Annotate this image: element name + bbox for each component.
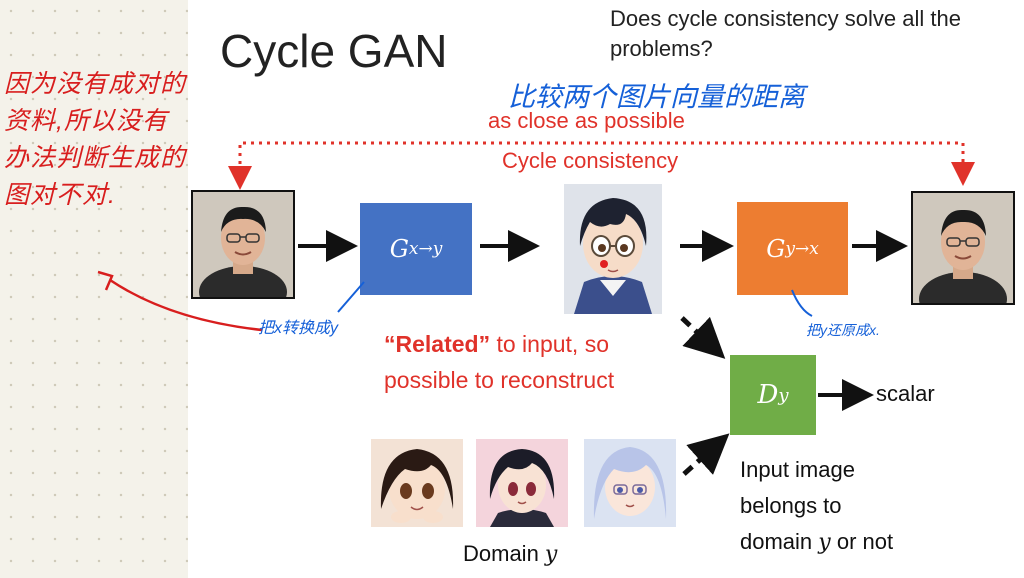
- slide-title: Cycle GAN: [220, 25, 448, 77]
- handwritten-blue-note-generator: 把x转换成y: [258, 320, 339, 337]
- cycle-consistency-connector: [238, 141, 975, 186]
- description-domain-word: domain: [740, 529, 819, 554]
- related-line-2: possible to reconstruct: [384, 367, 615, 393]
- scalar-output-label: scalar: [876, 381, 935, 406]
- description-line-2: belongs to: [740, 493, 842, 518]
- related-note: “Related” to input, so possible to recon…: [384, 326, 704, 398]
- domain-word: Domain: [463, 541, 545, 566]
- generator-x-to-y-subscript: x→y: [408, 239, 443, 259]
- domain-y-sample-1: [371, 439, 463, 527]
- generated-anime-image: [564, 184, 662, 314]
- handwritten-blue-pointer-right: [791, 289, 813, 317]
- handwritten-red-arrowhead: [97, 270, 114, 291]
- discriminator-symbol: D: [757, 380, 779, 410]
- handwritten-blue-pointer-left: [337, 281, 365, 313]
- anime-character-icon: [476, 439, 568, 527]
- reconstructed-photo: [911, 191, 1015, 305]
- description-line-1: Input image: [740, 457, 855, 482]
- related-bold: “Related”: [384, 331, 491, 357]
- discriminator-subscript: y: [778, 384, 789, 406]
- person-portrait-icon: [193, 192, 293, 297]
- slide-question: Does cycle consistency solve all the pro…: [610, 6, 961, 61]
- arrow-output-to-discriminator: [680, 316, 726, 359]
- person-portrait-icon: [913, 193, 1013, 303]
- domain-y-sample-3: [584, 439, 676, 527]
- generator-x-to-y-symbol: G: [389, 235, 409, 263]
- domain-symbol: y: [544, 542, 558, 567]
- description-domain-symbol: y: [818, 530, 831, 555]
- input-photo: [191, 190, 295, 299]
- anime-character-icon: [584, 439, 676, 527]
- anime-character-icon: [564, 184, 662, 314]
- discriminator-description: Input image belongs to domain y or not: [740, 452, 970, 561]
- generator-y-to-x-subscript: y→x: [785, 238, 819, 259]
- generator-y-to-x-symbol: G: [766, 234, 786, 263]
- domain-y-label: Domain y: [463, 541, 557, 567]
- cycle-consistency-label: Cycle consistency: [502, 148, 679, 173]
- handwritten-red-note: 因为没有成对的资料,所以没有办法判断生成的图对不对.: [4, 70, 187, 209]
- handwritten-blue-note-reconstruct: 把y还原成x.: [806, 322, 880, 338]
- arrow-domain-to-discriminator: [682, 433, 730, 476]
- description-or-not: or not: [830, 529, 894, 554]
- anime-character-icon: [371, 439, 463, 527]
- handwritten-blue-note-top: 比较两个图片向量的距离: [508, 82, 805, 112]
- domain-y-sample-2: [476, 439, 568, 527]
- handwritten-red-arrow: [109, 278, 263, 332]
- related-rest: to input, so: [490, 331, 610, 357]
- close-as-possible-label: as close as possible: [488, 108, 685, 133]
- description-line-3: domain y or not: [740, 524, 970, 561]
